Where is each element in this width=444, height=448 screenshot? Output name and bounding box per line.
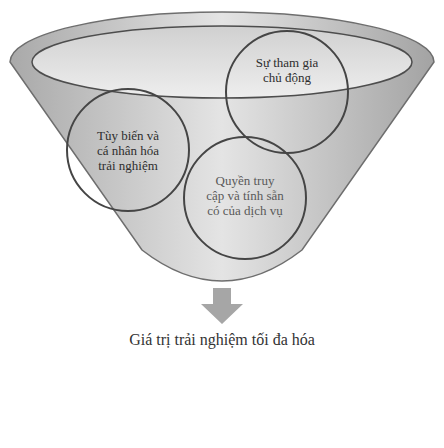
circle-text: Tùy biến và cá nhân hóa trải nghiệm <box>91 128 165 173</box>
result-label: Giá trị trải nghiệm tối đa hóa <box>0 330 444 350</box>
circle-shape <box>184 137 306 259</box>
circle-shape <box>67 89 189 211</box>
funnel-body <box>10 12 434 281</box>
circle-node: Tùy biến và cá nhân hóa trải nghiệm <box>66 88 190 212</box>
circle-shape <box>226 31 348 153</box>
circle-text: Sự tham gia chủ động <box>254 55 320 85</box>
funnel-rim <box>32 26 412 98</box>
down-arrow <box>201 288 243 324</box>
circle-node: Sự tham gia chủ động <box>225 30 349 154</box>
circle-outline <box>225 30 349 154</box>
circle-node: Quyền truy cập và tính sẵn có của dịch v… <box>183 136 307 260</box>
circle-text: Quyền truy cập và tính sẵn có của dịch v… <box>205 173 285 218</box>
